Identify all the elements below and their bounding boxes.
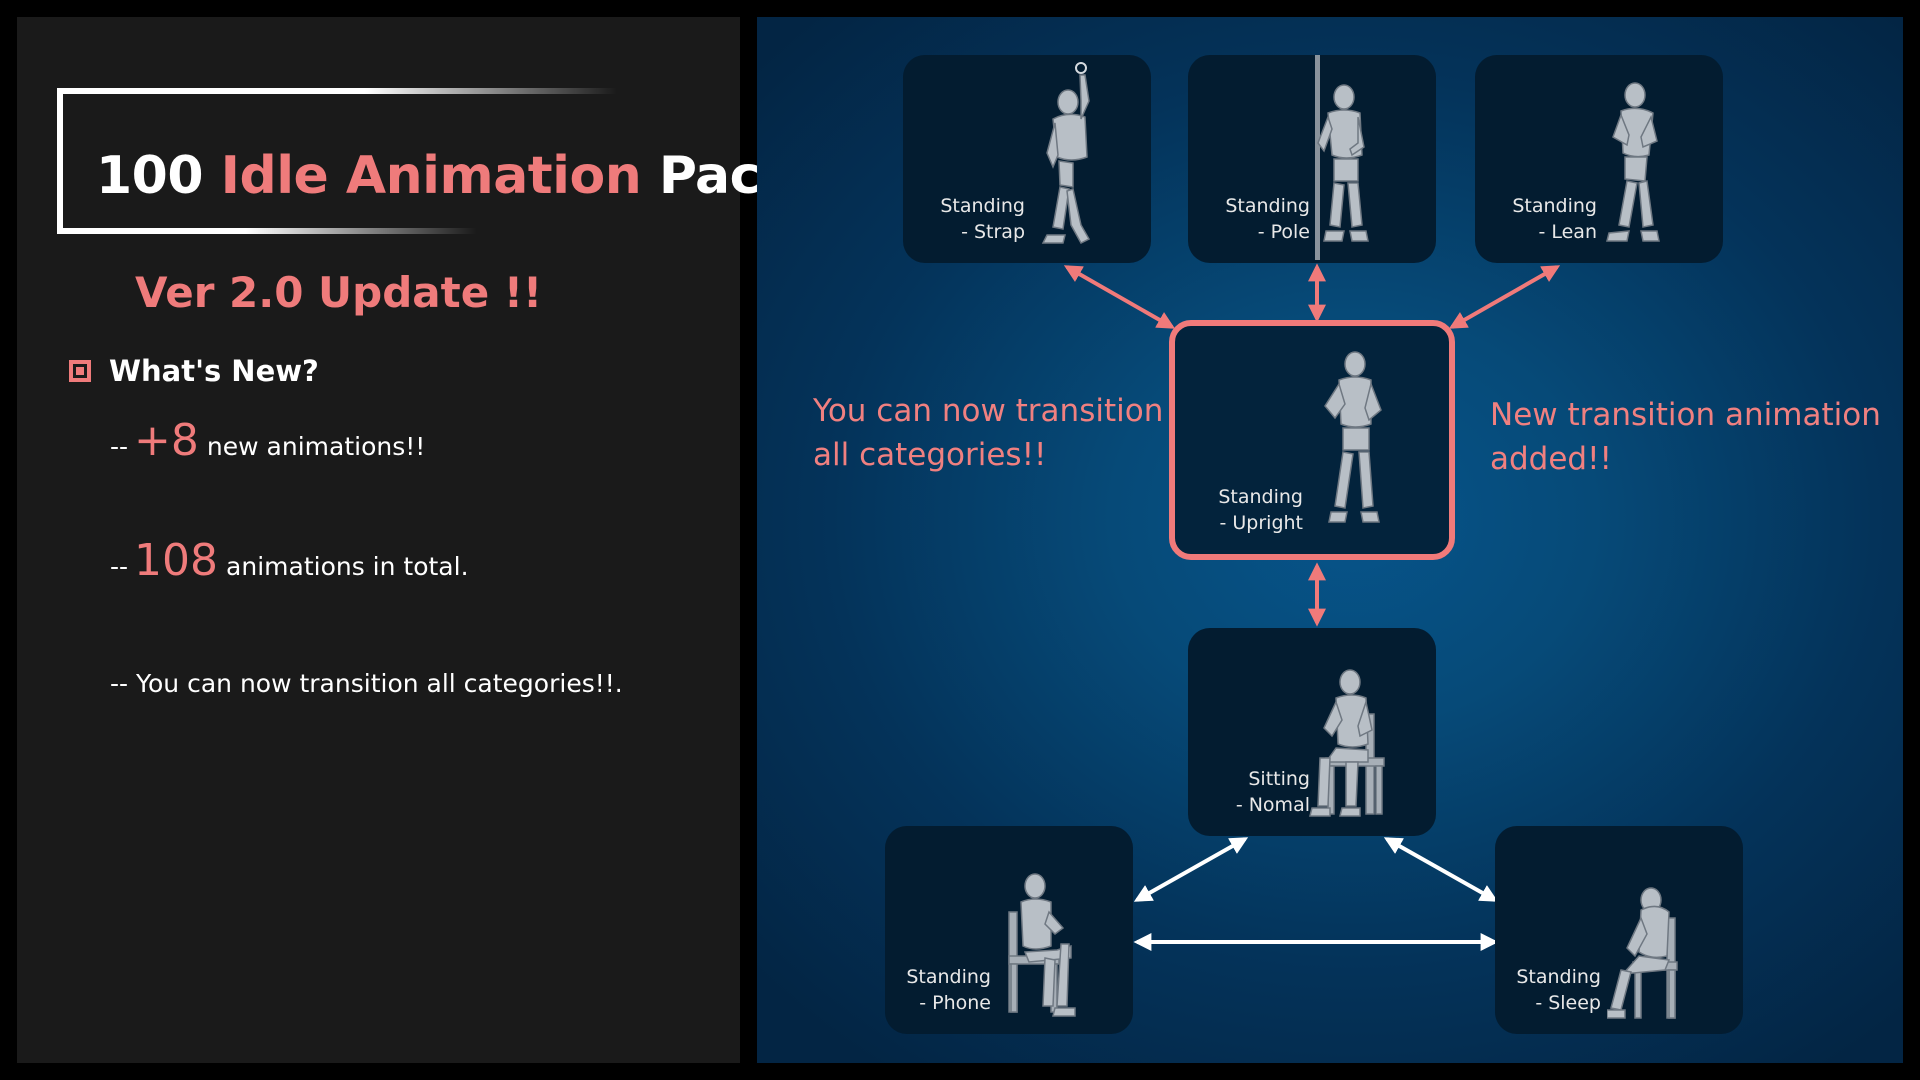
card-label: Sitting - Nomal [1235, 768, 1310, 816]
feature-item: -- +8 new animations!! [110, 415, 426, 466]
card-label: Standing - Lean [1512, 195, 1597, 243]
info-panel: 100 Idle Animation Pack Ver 2.0 Update !… [17, 17, 795, 1063]
mannequin-figure-icon [1315, 55, 1369, 260]
note-new-transition: New transition animation added!! [1490, 397, 1881, 477]
feature-item: -- 108 animations in total. [110, 535, 469, 586]
card-standing-lean[interactable]: Standing - Lean [1475, 55, 1723, 263]
arrow-strap-upright [1063, 265, 1176, 329]
card-label: Standing - Pole [1225, 195, 1310, 243]
transition-diagram: Standing - Strap Standing - Pole [757, 17, 1903, 1063]
mannequin-figure-icon [1606, 82, 1660, 242]
arrow-sitting-phone [1133, 837, 1249, 902]
card-standing-phone[interactable]: Standing - Phone [885, 826, 1133, 1034]
whats-new-heading: What's New? [69, 351, 319, 391]
page-title: 100 Idle Animation Pack [96, 146, 795, 206]
square-bullet-icon [69, 360, 91, 382]
card-standing-upright[interactable]: Standing - Upright [1169, 320, 1455, 560]
card-label: Standing - Phone [906, 966, 991, 1014]
card-label: Standing - Strap [940, 195, 1025, 243]
version-subtitle: Ver 2.0 Update !! [135, 268, 543, 317]
arrow-sitting-sleep [1383, 837, 1499, 902]
card-standing-sleep[interactable]: Standing - Sleep [1495, 826, 1743, 1034]
card-label: Standing - Upright [1218, 486, 1303, 534]
mannequin-figure-icon [1041, 62, 1091, 244]
seated-figure-icon [1008, 873, 1076, 1017]
title-frame [57, 88, 617, 234]
mannequin-figure-icon [1324, 351, 1382, 523]
transition-arrows [1063, 263, 1561, 951]
note-transition-all: You can now transition all categories!! [813, 393, 1164, 473]
card-sitting-nomal[interactable]: Sitting - Nomal [1188, 628, 1436, 836]
feature-item: -- You can now transition all categories… [110, 669, 623, 698]
card-standing-pole[interactable]: Standing - Pole [1188, 55, 1436, 263]
card-label: Standing - Sleep [1516, 966, 1601, 1014]
arrow-lean-upright [1448, 265, 1561, 329]
seated-figure-icon [1607, 887, 1678, 1019]
card-standing-strap[interactable]: Standing - Strap [903, 55, 1151, 263]
seated-figure-icon [1309, 669, 1385, 817]
